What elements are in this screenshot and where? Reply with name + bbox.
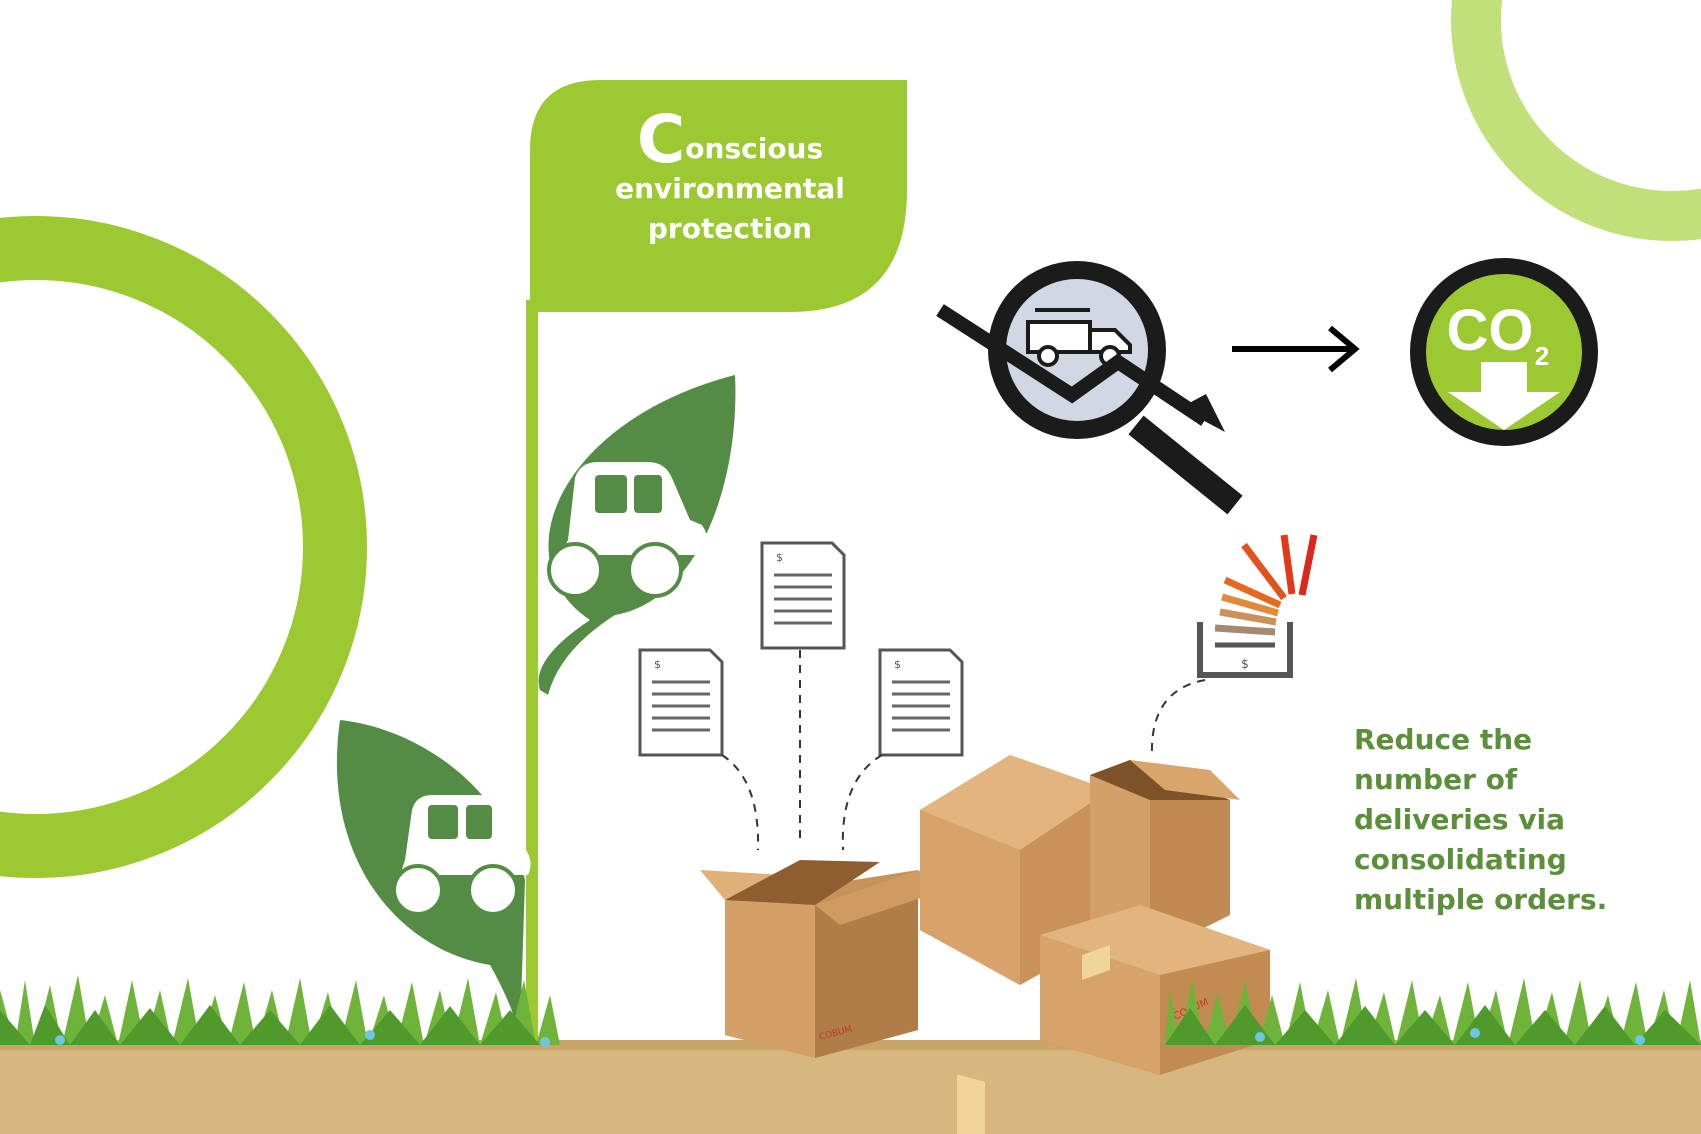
svg-text:$: $ — [894, 658, 901, 671]
invoice-document-icon-right: $ — [878, 648, 964, 757]
grass-ground — [0, 975, 1701, 1047]
invoice-document-icon: $ — [760, 541, 846, 650]
flag-banner-shape — [530, 80, 907, 312]
svg-text:$: $ — [654, 658, 661, 671]
description-line: deliveries via — [1354, 803, 1566, 836]
description-text: Reduce the number of deliveries via cons… — [1354, 720, 1674, 920]
flag-title-line3: protection — [647, 212, 813, 245]
arrow-right-icon — [1232, 325, 1360, 373]
flag-title: Conscious environmental protection — [560, 107, 900, 249]
flag-pole — [526, 300, 538, 1045]
description-line: multiple orders. — [1354, 883, 1608, 916]
flag-title-initial: C — [636, 101, 686, 178]
truck-icon — [1026, 308, 1132, 367]
description-line: Reduce the — [1354, 723, 1533, 756]
ground — [0, 1040, 1701, 1134]
flag-title-line1: onscious — [685, 132, 824, 165]
leaf-car-icon-lower — [336, 720, 531, 1035]
left-ring-decoration — [0, 216, 367, 878]
co2-label: CO — [1447, 298, 1534, 363]
stacked-invoices-icon: $ — [1197, 534, 1318, 678]
cardboard-box-stack: COBUM — [920, 755, 1270, 1134]
cardboard-box: COBUM — [700, 860, 945, 1058]
co2-reduce-icon: CO 2 — [1410, 258, 1598, 446]
top-right-ring-decoration — [1451, 0, 1701, 241]
truck-decrease-icon — [936, 261, 1243, 515]
description-line: consolidating — [1354, 843, 1567, 876]
leaf-car-icon — [538, 375, 736, 695]
flag-title-line2: environmental — [615, 172, 845, 205]
invoice-document-icon-left: $ — [638, 648, 724, 757]
description-line: number of — [1354, 763, 1518, 796]
svg-text:$: $ — [1241, 657, 1249, 671]
co2-subscript: 2 — [1535, 341, 1549, 371]
dashed-connectors — [721, 650, 1206, 851]
svg-text:$: $ — [776, 551, 783, 564]
